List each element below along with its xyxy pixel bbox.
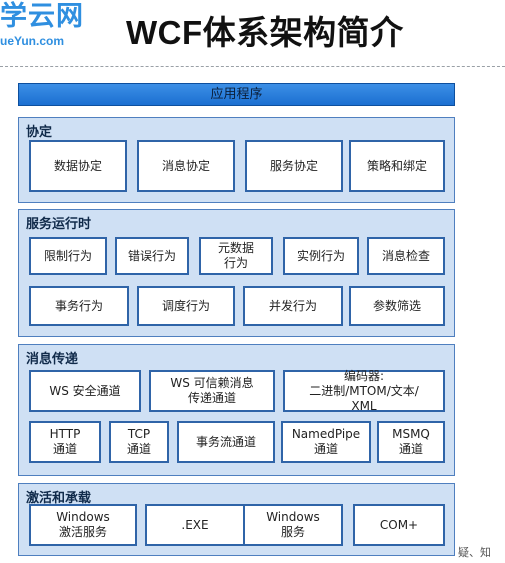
- throttling-behavior-box: 限制行为: [29, 237, 107, 275]
- message-contract-box: 消息协定: [137, 140, 235, 192]
- service-runtime-section-title: 服务运行时: [26, 217, 92, 232]
- dispatch-behavior-box: 调度行为: [137, 286, 235, 326]
- windows-service-box: Windows 服务: [243, 504, 343, 546]
- com-plus-box: COM+: [353, 504, 445, 546]
- service-runtime-section: 服务运行时 限制行为 错误行为 元数据 行为 实例行为 消息检查 事务行为 调度…: [18, 209, 455, 337]
- namedpipe-channel-box: NamedPipe 通道: [281, 421, 371, 463]
- concurrency-behavior-box: 并发行为: [243, 286, 343, 326]
- header-divider: [0, 66, 505, 67]
- tcp-channel-box: TCP 通道: [109, 421, 169, 463]
- message-inspection-box: 消息检查: [367, 237, 445, 275]
- header: 学云网 ueYun.com WCF体系架构简介: [0, 0, 505, 67]
- logo-text-cn: 学云网: [0, 1, 84, 32]
- application-layer-bar: 应用程序: [18, 83, 455, 106]
- windows-activation-service-box: Windows 激活服务: [29, 504, 137, 546]
- ws-reliable-messaging-channel-box: WS 可信赖消息 传递通道: [149, 370, 275, 412]
- error-behavior-box: 错误行为: [115, 237, 189, 275]
- policy-binding-box: 策略和绑定: [349, 140, 445, 192]
- http-channel-box: HTTP 通道: [29, 421, 101, 463]
- exe-host-box: .EXE: [145, 504, 245, 546]
- encoders-box: 编码器: 二进制/MTOM/文本/ XML: [283, 369, 445, 413]
- service-contract-box: 服务协定: [245, 140, 343, 192]
- messaging-section-title: 消息传递: [26, 352, 79, 367]
- instance-behavior-box: 实例行为: [283, 237, 359, 275]
- ws-security-channel-box: WS 安全通道: [29, 370, 141, 412]
- activation-hosting-section: 激活和承载 Windows 激活服务 .EXE Windows 服务 COM+: [18, 483, 455, 556]
- transaction-flow-channel-box: 事务流通道: [177, 421, 275, 463]
- contracts-section-title: 协定: [26, 125, 53, 140]
- site-logo[interactable]: 学云网 ueYun.com: [0, 2, 104, 50]
- data-contract-box: 数据协定: [29, 140, 127, 192]
- footer-fragment-text: 疑、知: [458, 546, 491, 559]
- parameter-filtering-box: 参数筛选: [349, 286, 445, 326]
- transaction-behavior-box: 事务行为: [29, 286, 129, 326]
- msmq-channel-box: MSMQ 通道: [377, 421, 445, 463]
- metadata-behavior-box: 元数据 行为: [199, 237, 273, 275]
- contracts-section: 协定 数据协定 消息协定 服务协定 策略和绑定: [18, 117, 455, 203]
- activation-hosting-section-title: 激活和承载: [26, 491, 92, 506]
- page-title: WCF体系架构简介: [126, 14, 404, 51]
- logo-text-en: ueYun.com: [0, 34, 65, 48]
- messaging-section: 消息传递 WS 安全通道 WS 可信赖消息 传递通道 编码器: 二进制/MTOM…: [18, 344, 455, 476]
